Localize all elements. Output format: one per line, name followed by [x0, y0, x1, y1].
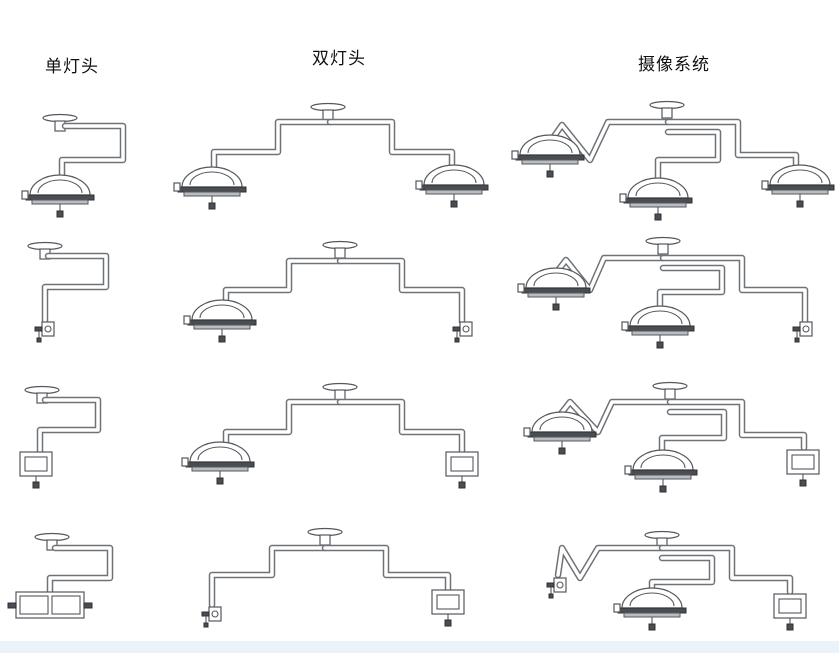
- dual-head-row2: [183, 240, 473, 343]
- single-head-row1: [21, 113, 127, 218]
- header-camera-system: 摄像系统: [638, 55, 710, 75]
- camera-system-row2: [517, 236, 813, 349]
- bottom-band: [0, 641, 839, 653]
- dual-head-row1: [173, 102, 489, 210]
- dual-head-row4: [201, 527, 465, 628]
- header-single-head: 单灯头: [45, 57, 99, 77]
- dual-head-row3: [181, 382, 479, 489]
- single-head-row2: [27, 241, 110, 343]
- camera-system-row3: [523, 381, 820, 493]
- single-head-row4: [7, 532, 114, 619]
- header-dual-head: 双灯头: [312, 49, 366, 69]
- camera-system-row4: [546, 530, 807, 631]
- camera-system-row1: [511, 100, 835, 221]
- single-head-row3: [19, 385, 102, 489]
